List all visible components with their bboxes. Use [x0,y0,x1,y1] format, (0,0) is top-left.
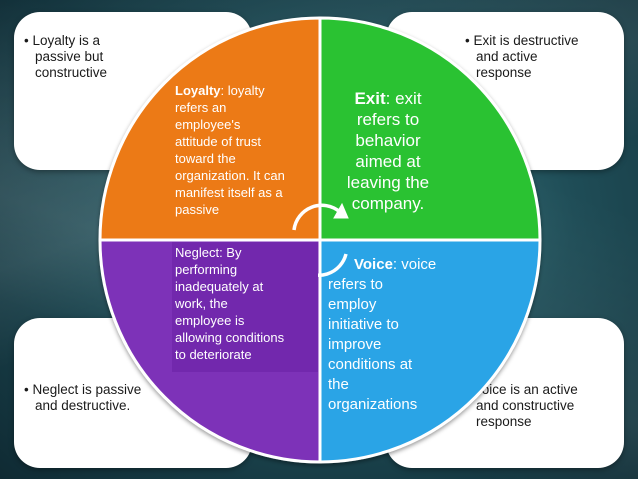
exit-definition: : exit refers to behavior aimed at leavi… [346,89,430,213]
exit-term: Exit [354,89,386,108]
voice-summary-text: • Voice is an active and constructive re… [465,382,578,429]
loyalty-term: Loyalty [175,83,221,98]
voice-quadrant [318,238,542,464]
exit-quadrant [318,16,542,242]
neglect-summary-text: • Neglect is passive and destructive. [24,382,142,413]
exit-description: Exit: exit refers to behavior aimed at l… [336,88,440,214]
loyalty-quadrant [98,16,322,242]
voice-definition: : voice refers to employ initiative to i… [328,256,437,413]
loyalty-summary-text: • Loyalty is a passive but constructive [24,33,108,80]
loyalty-definition: : loyalty refers an employee's attitude … [175,83,285,217]
exit-summary-text: • Exit is destructive and active respons… [465,33,579,80]
voice-description: Voice: voice refers to employ initiative… [328,255,452,415]
neglect-description: Neglect: By performing inadequately at w… [172,242,318,372]
loyalty-description: Loyalty: loyalty refers an employee's at… [175,82,315,218]
neglect-term: Neglect [175,245,220,260]
neglect-definition: : By performing inadequately at work, th… [175,245,285,362]
voice-term: Voice [354,256,393,273]
